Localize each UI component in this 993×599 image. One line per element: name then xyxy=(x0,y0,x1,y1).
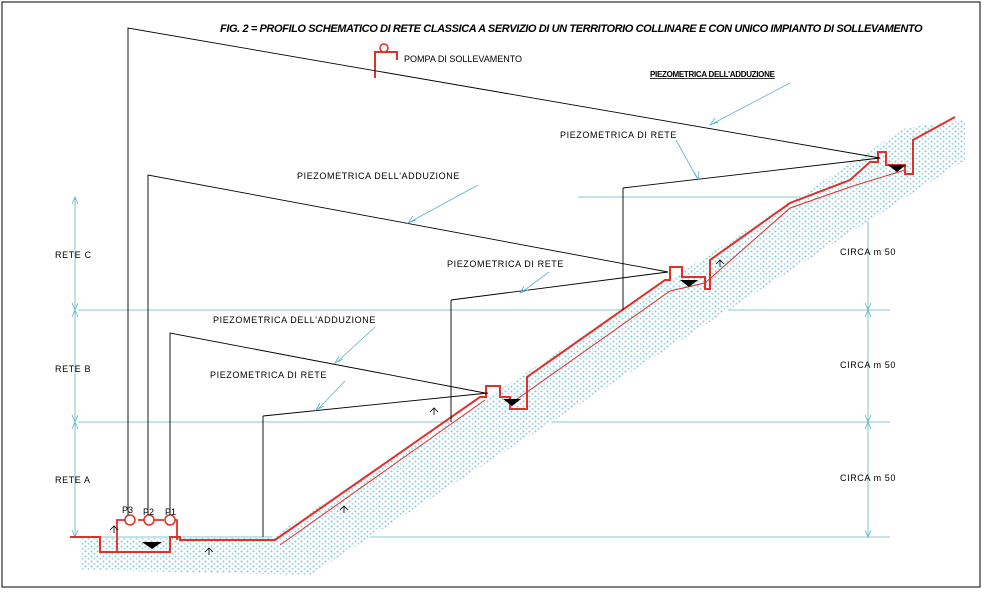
pump-p3-label: P3 xyxy=(122,505,133,515)
left-dimension-line xyxy=(71,195,79,539)
flow-arrow-icons xyxy=(109,259,725,555)
pump-p2-label: P2 xyxy=(143,507,154,517)
label-piezo-rete-a: PIEZOMETRICA DI RETE xyxy=(210,370,327,380)
leader-lines xyxy=(314,82,791,411)
reservoir-water-symbols xyxy=(142,165,906,549)
piezometric-lines xyxy=(127,27,881,537)
height-label-top: CIRCA m 50 xyxy=(840,247,896,257)
label-piezo-rete-b: PIEZOMETRICA DI RETE xyxy=(447,259,564,269)
pump-p3-icon xyxy=(124,514,136,526)
terrain-ground xyxy=(80,120,965,575)
pump-p1-label: P1 xyxy=(165,507,176,517)
zone-label-rete-c: RETE C xyxy=(55,250,92,260)
label-piezo-adduzione-b: PIEZOMETRICA DELL'ADDUZIONE xyxy=(213,315,376,325)
pump-legend-label: POMPA DI SOLLEVAMENTO xyxy=(404,54,522,64)
drawing-border xyxy=(1,1,981,588)
zone-label-rete-b: RETE B xyxy=(55,364,91,374)
pump-legend-icon xyxy=(374,43,398,78)
figure-title: FIG. 2 = PROFILO SCHEMATICO DI RETE CLAS… xyxy=(220,23,923,35)
label-piezo-adduzione-c: PIEZOMETRICA DELL'ADDUZIONE xyxy=(297,171,460,181)
pump-p2-icon xyxy=(143,514,155,526)
pump-station xyxy=(116,514,178,552)
label-piezo-adduzione-top: PIEZOMETRICA DELL'ADDUZIONE xyxy=(650,70,776,79)
label-piezo-rete-top: PIEZOMETRICA DI RETE xyxy=(560,130,677,140)
pipeline-profile xyxy=(70,116,956,553)
height-label-bottom: CIRCA m 50 xyxy=(840,473,896,483)
zone-label-rete-a: RETE A xyxy=(55,475,91,485)
height-label-mid: CIRCA m 50 xyxy=(840,360,896,370)
